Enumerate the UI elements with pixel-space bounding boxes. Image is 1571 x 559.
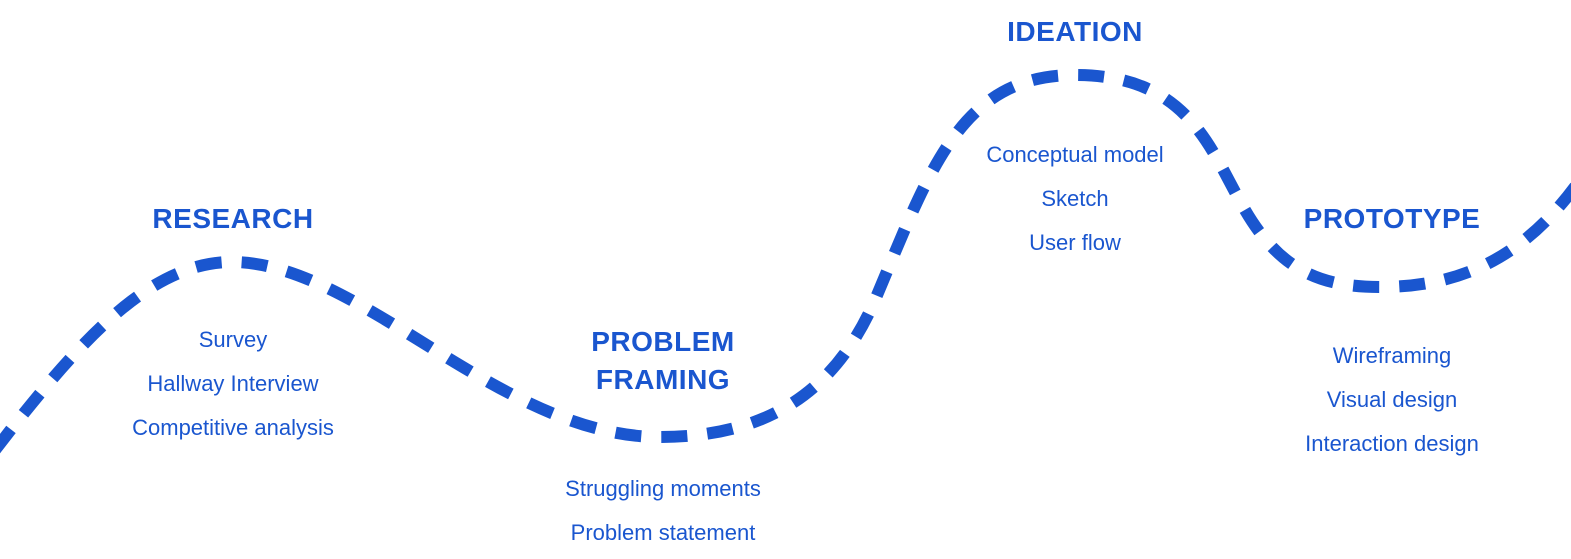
- list-item: Hallway Interview: [147, 371, 319, 396]
- stage-title-line: FRAMING: [595, 364, 731, 395]
- list-item: Conceptual model: [986, 142, 1164, 167]
- list-item: Sketch: [1041, 186, 1109, 211]
- stage-title-research: RESEARCH: [152, 203, 314, 234]
- stage-title-prototype: PROTOTYPE: [1303, 203, 1481, 234]
- stage-title-line: PROBLEM: [591, 326, 735, 357]
- stage-items-research: Survey Hallway Interview Competitive ana…: [132, 318, 334, 450]
- wave-path: [0, 68, 1571, 454]
- stage-title-problem-framing: PROBLEM FRAMING: [565, 323, 761, 399]
- list-item: Competitive analysis: [132, 415, 334, 440]
- list-item: User flow: [1029, 230, 1121, 255]
- stage-title-ideation: IDEATION: [1007, 16, 1143, 47]
- stage-ideation: IDEATION Conceptual model Sketch User fl…: [986, 13, 1163, 265]
- stage-problem-framing: PROBLEM FRAMING Struggling moments Probl…: [565, 323, 761, 555]
- stage-prototype: PROTOTYPE Wireframing Visual design Inte…: [1304, 200, 1481, 466]
- list-item: Survey: [198, 327, 268, 352]
- list-item: Problem statement: [570, 520, 756, 545]
- stage-items-problem-framing: Struggling moments Problem statement: [565, 467, 761, 555]
- stage-items-ideation: Conceptual model Sketch User flow: [986, 133, 1163, 265]
- list-item: Wireframing: [1332, 343, 1452, 368]
- list-item: Struggling moments: [565, 476, 761, 501]
- list-item: Interaction design: [1305, 431, 1479, 456]
- stage-items-prototype: Wireframing Visual design Interaction de…: [1304, 334, 1481, 466]
- stage-research: RESEARCH Survey Hallway Interview Compet…: [132, 200, 334, 450]
- list-item: Visual design: [1326, 387, 1458, 412]
